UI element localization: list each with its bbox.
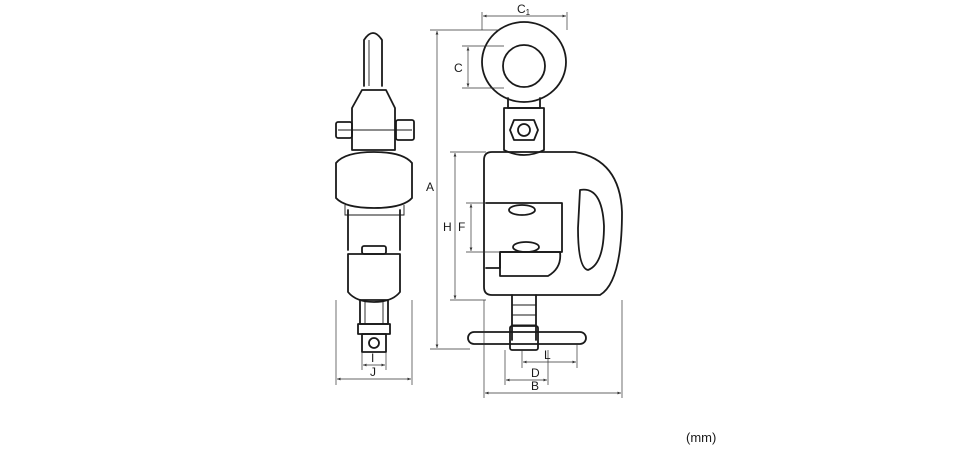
label-b: B	[531, 379, 539, 393]
label-j: J	[370, 365, 376, 379]
unit-label: (mm)	[686, 430, 717, 445]
label-i: I	[371, 351, 374, 365]
label-c1: C1	[517, 2, 531, 17]
label-c1-main: C	[517, 2, 526, 16]
label-a: A	[426, 180, 434, 194]
label-d: D	[531, 366, 540, 380]
dimensions	[335, 12, 623, 398]
label-h: H	[443, 220, 452, 234]
label-f: F	[458, 220, 465, 234]
front-view	[467, 21, 623, 351]
dimension-labels: C1 C A H F L D B I J	[370, 2, 551, 393]
label-l: L	[544, 348, 551, 362]
side-view	[335, 32, 415, 353]
label-c: C	[454, 61, 463, 75]
label-c1-sub: 1	[526, 8, 531, 17]
